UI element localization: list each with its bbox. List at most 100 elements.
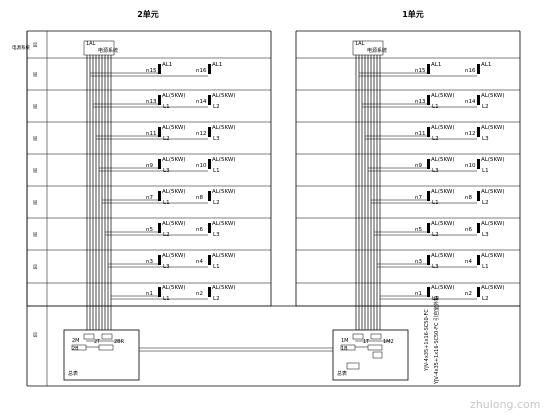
- left-l-right-2: L3: [213, 136, 220, 142]
- right-tag-right-7: AL(5KW): [481, 285, 504, 291]
- right-marker-left-5: [427, 223, 430, 233]
- left-n-left-4: n7: [146, 195, 153, 201]
- right-l-right-2: L3: [482, 136, 489, 142]
- left-tag-right-4: AL(5KW): [212, 189, 235, 195]
- left-marker-left-6: [158, 255, 161, 265]
- right-l-left-5: L2: [432, 232, 439, 238]
- left-n-right-4: n8: [196, 195, 203, 201]
- section-title-left: 2单元: [137, 9, 159, 19]
- left-breaker-b: [101, 333, 113, 340]
- right-l-left-1: L1: [432, 104, 439, 110]
- left-n-left-5: n5: [146, 227, 153, 233]
- left-l-left-4: L1: [163, 200, 170, 206]
- right-n-right-5: n6: [465, 227, 472, 233]
- right-marker-left-0: [427, 64, 430, 74]
- right-marker-left-3: [427, 159, 430, 169]
- row-label-0: 层: [33, 43, 38, 49]
- left-tag-right-7: AL(5KW): [212, 285, 235, 291]
- left-tag-right-6: AL(5KW): [212, 253, 235, 259]
- left-tag-right-3: AL(5KW): [212, 157, 235, 163]
- right-l-left-7: L1: [432, 296, 439, 302]
- left-marker-left-4: [158, 191, 161, 201]
- right-tag-left-0: AL1: [431, 62, 441, 68]
- right-meter-b: [367, 344, 383, 351]
- left-bottom-box: [63, 329, 140, 381]
- right-l-right-5: L3: [482, 232, 489, 238]
- side-note-2: YJV-4x35+1x16-SC50-FC 引自室外箱: [433, 296, 440, 385]
- right-marker-left-1: [427, 95, 430, 105]
- right-l-right-6: L1: [482, 264, 489, 270]
- left-l-left-1: L1: [163, 104, 170, 110]
- left-n-right-5: n6: [196, 227, 203, 233]
- right-bottom-box: [332, 329, 409, 381]
- right-marker-right-2: [477, 127, 480, 137]
- right-marker-right-5: [477, 223, 480, 233]
- left-l-left-5: L2: [163, 232, 170, 238]
- row-label-2: 层: [33, 104, 38, 110]
- right-n-right-6: n4: [465, 259, 472, 265]
- left-tag-left-6: AL(5KW): [162, 253, 185, 259]
- right-tag-left-3: AL(5KW): [431, 157, 454, 163]
- right-header-tag: 1AL: [355, 41, 365, 47]
- right-marker-right-6: [477, 255, 480, 265]
- left-l-right-1: L2: [213, 104, 220, 110]
- left-tag-left-0: AL1: [162, 62, 172, 68]
- right-n-left-4: n7: [415, 195, 422, 201]
- left-l-left-7: L1: [163, 296, 170, 302]
- right-n-left-2: n11: [415, 131, 425, 137]
- left-l-right-5: L3: [213, 232, 220, 238]
- row-label-7: 层: [33, 265, 38, 271]
- left-marker-left-2: [158, 127, 161, 137]
- left-n-left-0: n15: [146, 68, 157, 74]
- right-n-right-7: n2: [465, 291, 472, 297]
- right-breaker-a: [352, 333, 364, 340]
- left-n-left-7: n1: [146, 291, 153, 297]
- side-note-1: YJV-4x35+1x16-SC50-FC: [424, 309, 430, 372]
- right-l-right-7: L2: [482, 296, 489, 302]
- right-tag-right-5: AL(5KW): [481, 221, 504, 227]
- right-tag-left-5: AL(5KW): [431, 221, 454, 227]
- right-tag-left-2: AL(5KW): [431, 125, 454, 131]
- right-n-left-3: n9: [415, 163, 422, 169]
- row-label-4: 层: [33, 168, 38, 174]
- left-tag-right-1: AL(5KW): [212, 93, 235, 99]
- right-marker-right-0: [477, 64, 480, 74]
- left-n-left-1: n13: [146, 99, 157, 105]
- left-tag-left-1: AL(5KW): [162, 93, 185, 99]
- right-bottom-tag-d: 1M2: [383, 339, 394, 345]
- section-title-right: 1单元: [402, 9, 424, 19]
- left-marker-right-0: [208, 64, 211, 74]
- right-tag-right-1: AL(5KW): [481, 93, 504, 99]
- right-tag-right-3: AL(5KW): [481, 157, 504, 163]
- left-l-right-6: L1: [213, 264, 220, 270]
- right-marker-left-4: [427, 191, 430, 201]
- left-bottom-box-label: 总表: [68, 370, 78, 377]
- left-l-right-7: L2: [213, 296, 220, 302]
- left-tag-right-0: AL1: [212, 62, 222, 68]
- left-tag-right-2: AL(5KW): [212, 125, 235, 131]
- right-tag-right-4: AL(5KW): [481, 189, 504, 195]
- left-n-left-6: n3: [146, 259, 153, 265]
- right-header-box-label: 电源系统: [367, 47, 387, 54]
- right-l-right-3: L1: [482, 168, 489, 174]
- right-tag-left-7: AL(5KW): [431, 285, 454, 291]
- left-tag-left-2: AL(5KW): [162, 125, 185, 131]
- left-header-tag: 1AL: [86, 41, 96, 47]
- right-tag-right-6: AL(5KW): [481, 253, 504, 259]
- left-bottom-tag-c: 2T: [94, 339, 101, 345]
- left-marker-right-3: [208, 159, 211, 169]
- right-marker-left-2: [427, 127, 430, 137]
- right-marker-right-1: [477, 95, 480, 105]
- left-tag-left-4: AL(5KW): [162, 189, 185, 195]
- right-n-right-0: n16: [465, 68, 476, 74]
- left-marker-left-7: [158, 287, 161, 297]
- right-n-right-4: n8: [465, 195, 472, 201]
- right-marker-left-7: [427, 287, 430, 297]
- left-marker-right-5: [208, 223, 211, 233]
- right-l-right-1: L2: [482, 104, 489, 110]
- left-marker-left-3: [158, 159, 161, 169]
- left-l-left-2: L2: [163, 136, 170, 142]
- left-l-left-6: L3: [163, 264, 170, 270]
- right-breaker-b: [370, 333, 382, 340]
